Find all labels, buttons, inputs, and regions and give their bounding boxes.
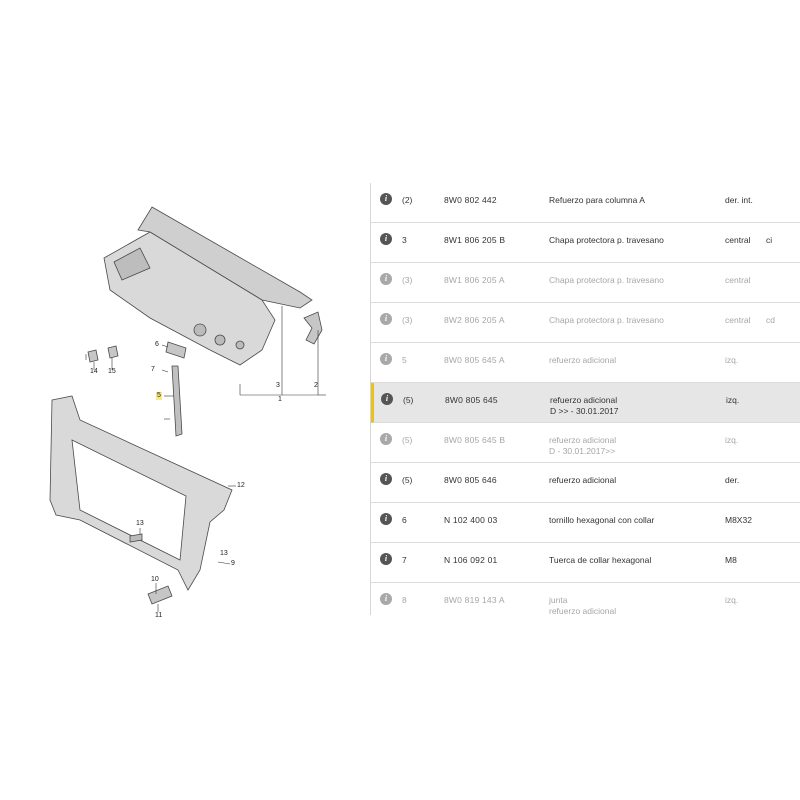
part-description-line1: Tuerca de collar hexagonal xyxy=(549,555,652,565)
part-number: 8W1 806 205 A xyxy=(444,275,505,285)
callout-10[interactable]: 10 xyxy=(151,576,159,583)
part-number: 8W0 805 645 xyxy=(445,395,498,405)
callout-13-a[interactable]: 13 xyxy=(136,520,144,527)
part-position: (2) xyxy=(402,195,413,205)
callout-7[interactable]: 7 xyxy=(151,366,155,373)
callout-11[interactable]: 11 xyxy=(155,612,163,619)
part-description-line1: Chapa protectora p. travesano xyxy=(549,235,664,245)
part-number: 8W0 805 646 xyxy=(444,475,497,485)
part-description: Chapa protectora p. travesano xyxy=(549,315,719,326)
info-icon[interactable]: i xyxy=(380,233,392,245)
part-description-line2: D - 30.01.2017>> xyxy=(549,446,616,456)
part-description: Refuerzo para columna A xyxy=(549,195,719,206)
part-row[interactable]: i (3) 8W2 806 205 A Chapa protectora p. tra… xyxy=(371,303,800,343)
callout-14[interactable]: 14 xyxy=(90,368,98,375)
info-icon[interactable]: i xyxy=(380,553,392,565)
part-number: 8W2 806 205 A xyxy=(444,315,505,325)
callout-1[interactable]: 1 xyxy=(278,396,282,403)
part-position: 6 xyxy=(402,515,407,525)
callout-9[interactable]: 9 xyxy=(231,560,235,567)
part-description-line1: Refuerzo para columna A xyxy=(549,195,645,205)
part-description-line1: refuerzo adicional xyxy=(549,355,617,365)
part-description-line1: Chapa protectora p. travesano xyxy=(549,275,664,285)
part-position: (3) xyxy=(402,315,413,325)
part-position: 3 xyxy=(402,235,407,245)
part-number: 8W0 805 645 B xyxy=(444,435,506,445)
info-icon[interactable]: i xyxy=(380,513,392,525)
part-position: (5) xyxy=(403,395,414,405)
part-number: 8W0 819 143 A xyxy=(444,595,505,605)
part-description-line1: refuerzo adicional xyxy=(549,435,617,445)
part-description-line1: refuerzo adicional xyxy=(549,475,617,485)
part-description-line1: refuerzo adicional xyxy=(550,395,618,405)
part-remark: izq. xyxy=(725,435,739,445)
info-icon[interactable]: i xyxy=(380,353,392,365)
part-position: 8 xyxy=(402,595,407,605)
info-icon[interactable]: i xyxy=(380,273,392,285)
part-remark: izq. xyxy=(726,395,740,405)
part-remark: der. xyxy=(725,475,740,485)
info-icon[interactable]: i xyxy=(380,313,392,325)
part-remark: der. int. xyxy=(725,195,753,205)
part-remark: central xyxy=(725,315,751,325)
part-row[interactable]: i (5) 8W0 805 646 refuerzo adicional der. xyxy=(371,463,800,503)
part-number: 8W1 806 205 B xyxy=(444,235,506,245)
part-extra: ci xyxy=(766,235,773,245)
info-icon[interactable]: i xyxy=(380,193,392,205)
callout-5[interactable]: 5 xyxy=(156,392,162,400)
part-position: 7 xyxy=(402,555,407,565)
part-number: N 102 400 03 xyxy=(444,515,498,525)
part-description-line1: Chapa protectora p. travesano xyxy=(549,315,664,325)
part-extra: cd xyxy=(766,315,775,325)
part-position: (3) xyxy=(402,275,413,285)
part-description: tornillo hexagonal con collar xyxy=(549,515,719,526)
part-description: refuerzo adicional xyxy=(549,475,719,486)
part-remark: izq. xyxy=(725,355,739,365)
part-position: (5) xyxy=(402,435,413,445)
parts-list: i (2) 8W0 802 442 Refuerzo para columna A de… xyxy=(370,183,800,615)
part-remark: central xyxy=(725,275,751,285)
info-icon[interactable]: i xyxy=(380,593,392,605)
callout-12[interactable]: 12 xyxy=(237,482,245,489)
part-description-line1: tornillo hexagonal con collar xyxy=(549,515,655,525)
exploded-view-illustration xyxy=(49,206,326,612)
callout-3[interactable]: 3 xyxy=(276,382,280,389)
info-icon[interactable]: i xyxy=(380,473,392,485)
part-position: (5) xyxy=(402,475,413,485)
callout-15[interactable]: 15 xyxy=(108,368,116,375)
part-description-line2: refuerzo adicional xyxy=(549,606,617,615)
callout-13-b[interactable]: 13 xyxy=(220,550,228,557)
part-number: N 106 092 01 xyxy=(444,555,498,565)
info-icon[interactable]: i xyxy=(381,393,393,405)
part-row[interactable]: i (2) 8W0 802 442 Refuerzo para columna A de… xyxy=(371,183,800,223)
callout-2[interactable]: 2 xyxy=(314,382,318,389)
part-description: refuerzo adicional xyxy=(549,355,719,366)
part-remark: M8 xyxy=(725,555,737,565)
part-number: 8W0 805 645 A xyxy=(444,355,505,365)
part-description: Chapa protectora p. travesano xyxy=(549,275,719,286)
part-description-line2: D >> - 30.01.2017 xyxy=(550,406,619,416)
part-remark: M8X32 xyxy=(725,515,752,525)
part-description: Chapa protectora p. travesano xyxy=(549,235,719,246)
part-number: 8W0 802 442 xyxy=(444,195,497,205)
callout-6[interactable]: 6 xyxy=(155,341,159,348)
part-description: Tuerca de collar hexagonal xyxy=(549,555,719,566)
part-position: 5 xyxy=(402,355,407,365)
part-row[interactable]: i (3) 8W1 806 205 A Chapa protectora p. tra… xyxy=(371,263,800,303)
info-icon[interactable]: i xyxy=(380,433,392,445)
parts-diagram: 1 2 3 5 6 7 9 10 11 12 13 13 14 15 xyxy=(0,0,370,800)
part-remark: izq. xyxy=(725,595,739,605)
part-description-line1: junta xyxy=(549,595,568,605)
part-remark: central xyxy=(725,235,751,245)
